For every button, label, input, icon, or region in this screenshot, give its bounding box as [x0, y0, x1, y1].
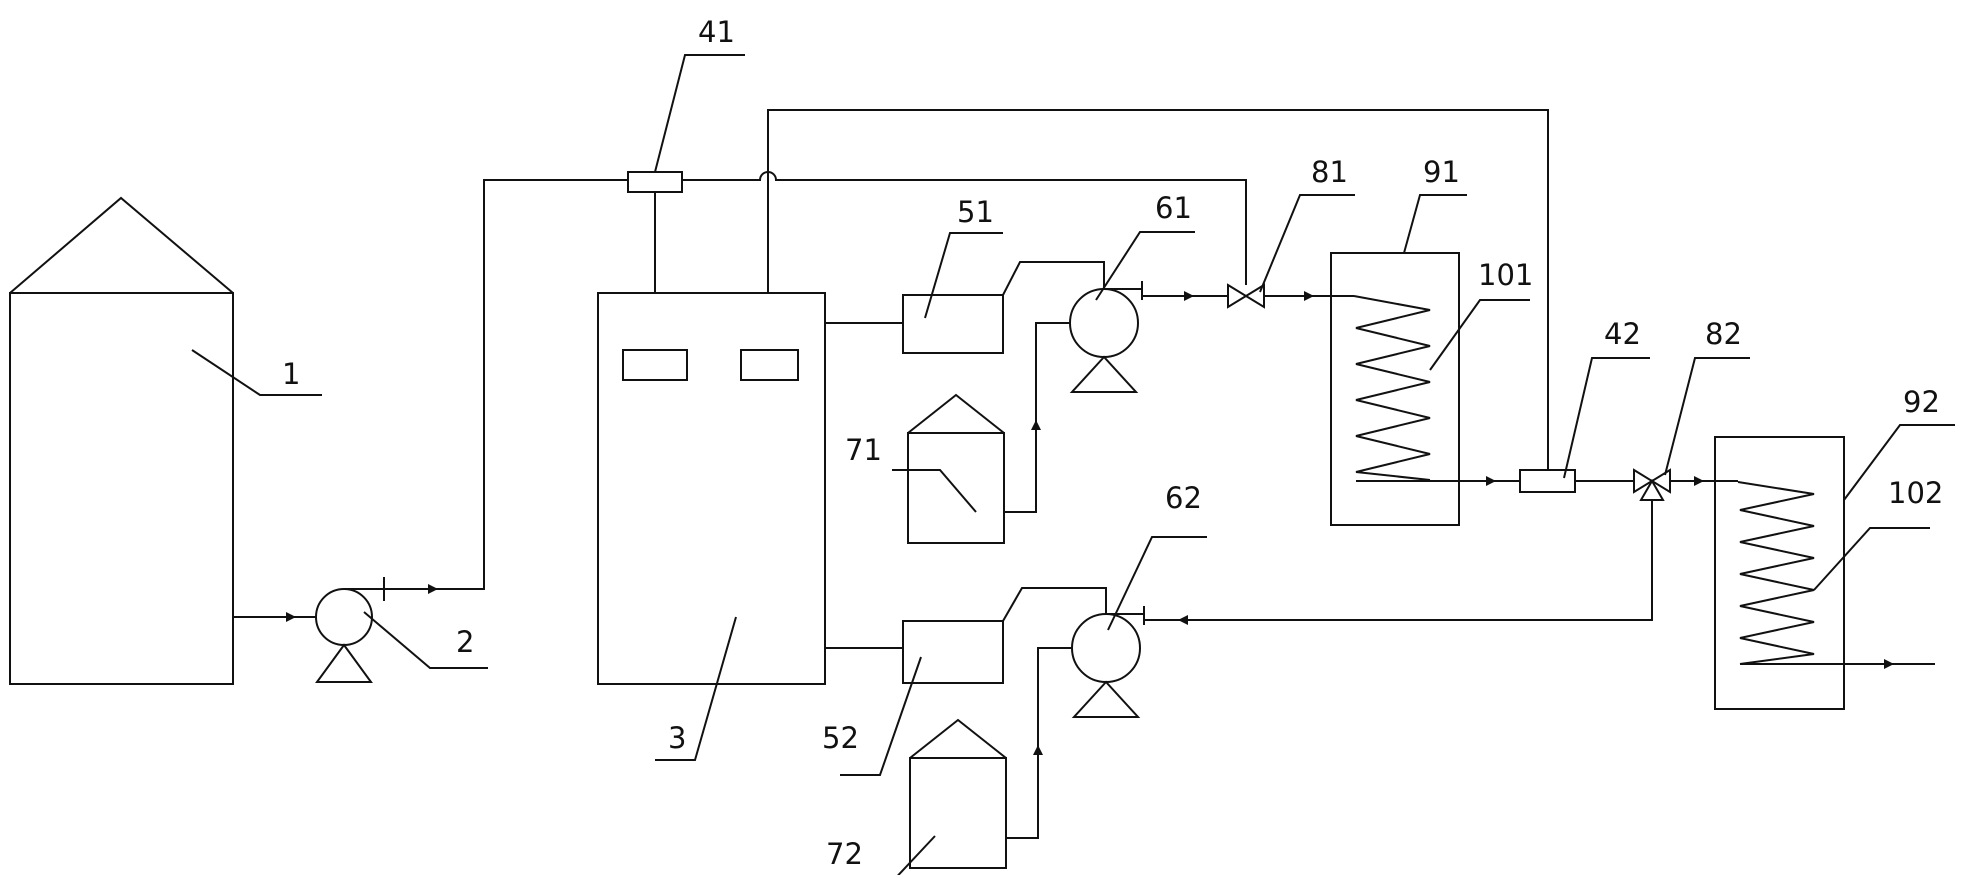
sensor-42	[1519, 469, 1576, 493]
label-52: 52	[822, 721, 859, 755]
label-91: 91	[1423, 155, 1460, 189]
label-1: 1	[282, 357, 300, 391]
reactor-3	[597, 292, 826, 685]
exchanger-91	[1330, 252, 1460, 526]
tank-72	[909, 718, 1007, 869]
piping	[233, 109, 1935, 839]
silo-tank-1	[9, 196, 234, 685]
leader-lines	[191, 54, 1955, 875]
label-101: 101	[1478, 258, 1533, 292]
label-42: 42	[1604, 317, 1641, 351]
label-71: 71	[845, 433, 882, 467]
label-3: 3	[668, 721, 686, 755]
flow-arrows	[286, 291, 1894, 755]
tank-71	[907, 393, 1005, 544]
pump-61	[1069, 281, 1143, 393]
label-2: 2	[456, 625, 474, 659]
valve-81	[1227, 283, 1265, 309]
label-51: 51	[957, 195, 994, 229]
tank-51	[902, 294, 1004, 354]
label-82: 82	[1705, 317, 1742, 351]
label-61: 61	[1155, 191, 1192, 225]
exchanger-92	[1714, 436, 1845, 710]
label-62: 62	[1165, 481, 1202, 515]
label-81: 81	[1311, 155, 1348, 189]
pump-2	[315, 577, 385, 683]
label-102: 102	[1888, 476, 1943, 510]
pump-62	[1071, 606, 1145, 718]
tank-52	[902, 620, 1004, 684]
labels: 1 2 3 41 42 51 52 61 62 71 72 81 82 91 9…	[282, 15, 1943, 871]
sensor-41	[627, 171, 683, 193]
label-72: 72	[826, 837, 863, 871]
label-41: 41	[698, 15, 735, 49]
label-92: 92	[1903, 385, 1940, 419]
